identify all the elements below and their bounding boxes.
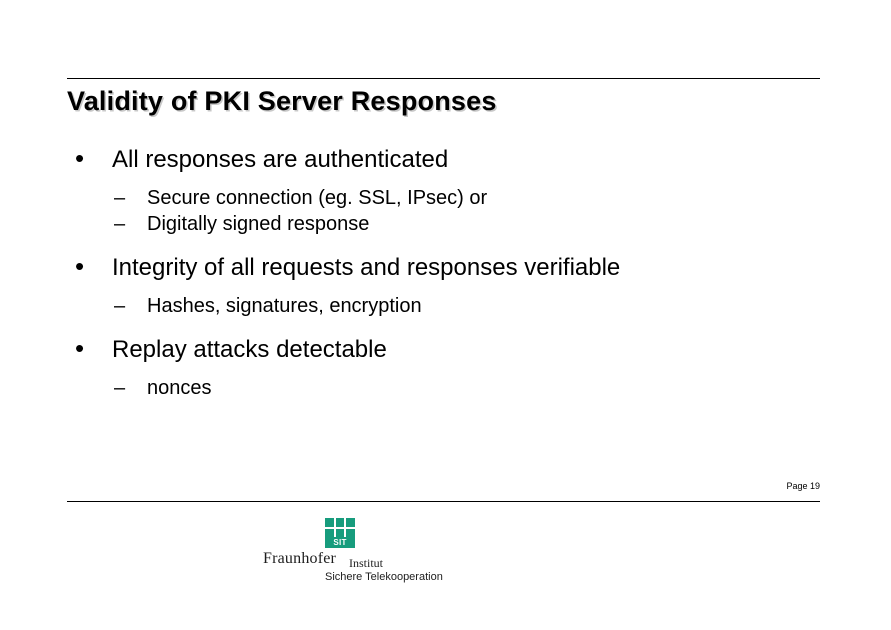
spacer [67, 237, 827, 253]
dash-marker-icon: – [114, 213, 126, 235]
spacer [67, 319, 827, 335]
dash-marker-icon: – [114, 295, 126, 317]
footer-divider [67, 501, 820, 502]
sub-bullet-text-2-1: Hashes, signatures, encryption [147, 295, 422, 317]
sub-bullet-text-1-1: Secure connection (eg. SSL, IPsec) or [147, 187, 488, 209]
logo-institut-text: Institut [349, 556, 384, 570]
bullet-marker-icon: • [75, 143, 85, 173]
bullet-item-3: • Replay attacks detectable [67, 333, 827, 365]
bullet-item-2: • Integrity of all requests and response… [67, 251, 827, 283]
sub-bullet-item-1-2: – Digitally signed response [67, 211, 827, 237]
sub-bullet-text-1-2: Digitally signed response [147, 213, 370, 235]
sub-bullet-item-1-1: – Secure connection (eg. SSL, IPsec) or [67, 185, 827, 211]
sit-logo-icon: SIT [325, 518, 355, 548]
bullet-marker-icon: • [75, 251, 85, 281]
title-divider-top [67, 78, 820, 79]
sub-bullet-item-2-1: – Hashes, signatures, encryption [67, 293, 827, 319]
bullet-marker-icon: • [75, 333, 85, 363]
logo-wordmark: Fraunhofer [263, 550, 337, 567]
logo-subtitle: Sichere Telekooperation [325, 571, 443, 583]
page-title: Validity of PKI Server Responses [67, 86, 497, 116]
bullet-text-2: Integrity of all requests and responses … [112, 254, 621, 281]
dash-marker-icon: – [114, 377, 126, 399]
content-body: • All responses are authenticated – Secu… [67, 143, 827, 401]
bullet-text-3: Replay attacks detectable [112, 336, 387, 363]
sit-logo-text: SIT [333, 538, 347, 547]
bullet-item-1: • All responses are authenticated [67, 143, 827, 175]
fraunhofer-sit-logo: SIT Fraunhofer Institut Sichere Telekoop… [263, 518, 468, 583]
sub-bullet-text-3-1: nonces [147, 377, 212, 399]
bullet-text-1: All responses are authenticated [112, 146, 449, 173]
sub-bullet-item-3-1: – nonces [67, 375, 827, 401]
dash-marker-icon: – [114, 187, 126, 209]
page-number: Page 19 [786, 481, 820, 491]
